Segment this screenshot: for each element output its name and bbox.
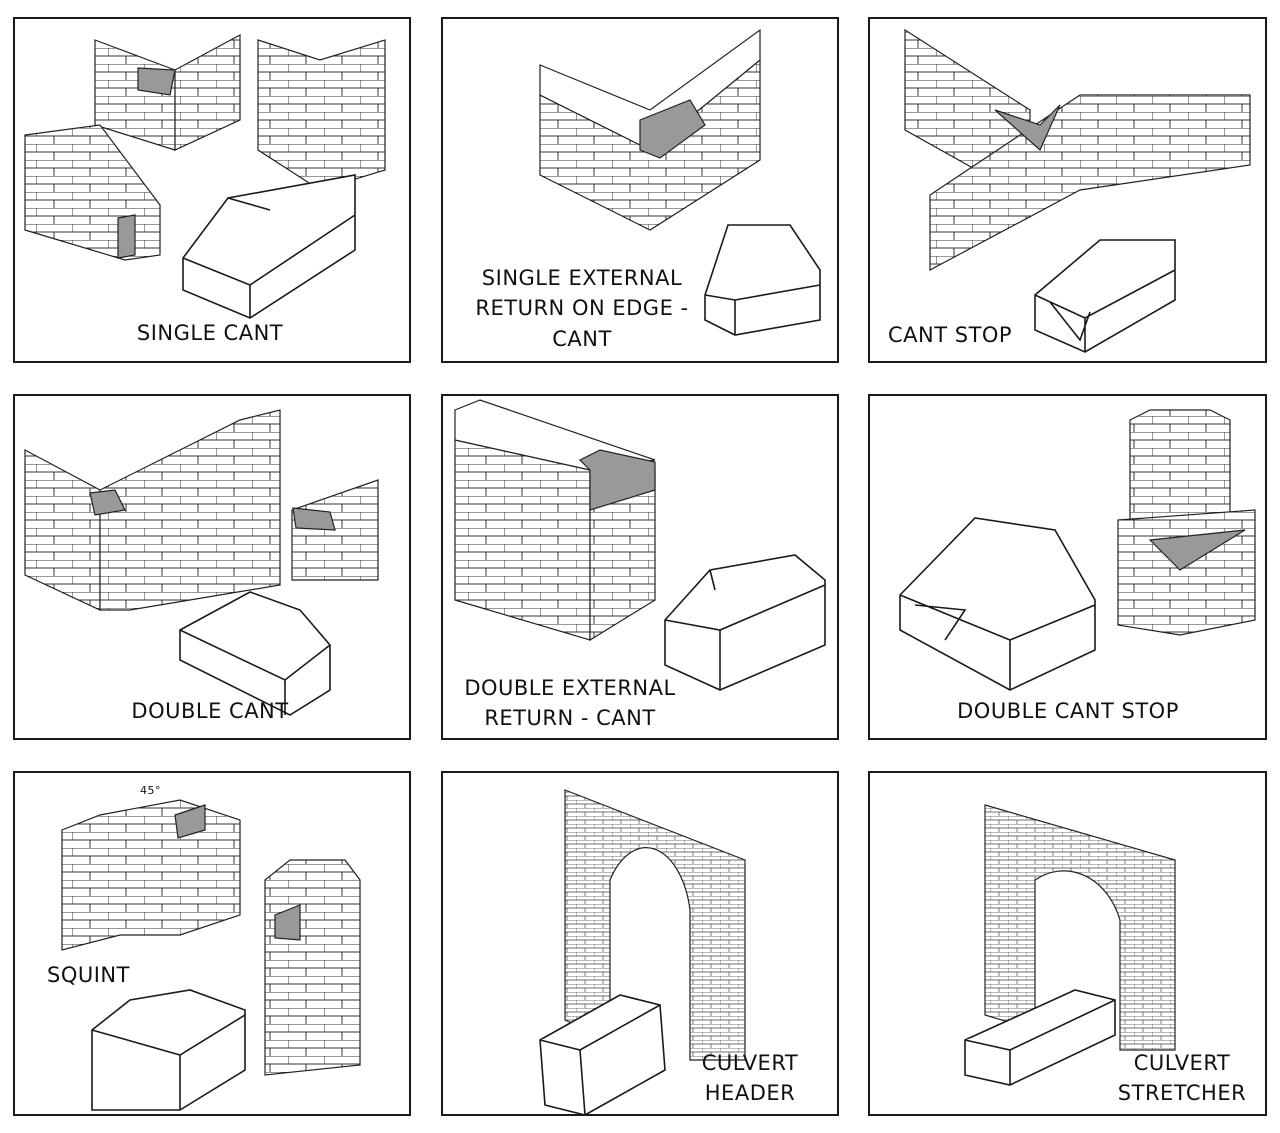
wall-illustration-cant-stop: [904, 28, 1251, 271]
wall-illustration-single-cant: [24, 33, 386, 261]
label-single-external-line1: SINGLE EXTERNAL: [481, 266, 683, 290]
wall-illustration-single-external-return: [539, 28, 761, 231]
brick-double-cant-stop: [899, 517, 1096, 691]
label-double-external-line2: RETURN - CANT: [484, 706, 656, 730]
label-culvert-stretcher-line1: CULVERT: [1133, 1051, 1231, 1075]
brick-single-external-return: [704, 224, 821, 336]
label-double-cant-stop: DOUBLE CANT STOP: [957, 699, 1179, 723]
wall-illustration-double-cant: [24, 409, 379, 611]
label-culvert-header-line1: CULVERT: [701, 1051, 799, 1075]
brick-squint: [91, 989, 246, 1111]
label-single-cant: SINGLE CANT: [136, 321, 284, 345]
wall-illustration-double-external-return: [454, 399, 656, 642]
wall-illustration-culvert-header: [564, 789, 746, 1061]
label-cant-stop: CANT STOP: [888, 323, 1013, 347]
brick-double-cant: [179, 591, 331, 716]
label-double-cant: DOUBLE CANT: [131, 699, 289, 723]
brick-culvert-stretcher: [964, 989, 1116, 1086]
label-double-external-line1: DOUBLE EXTERNAL: [464, 676, 676, 700]
label-angle-45: 45°: [140, 784, 161, 797]
column-illustration-double-cant-stop: [1117, 409, 1256, 636]
label-culvert-header-line2: HEADER: [704, 1081, 796, 1105]
wall-illustration-culvert-stretcher: [984, 804, 1176, 1051]
brick-single-cant: [182, 174, 356, 319]
label-squint: SQUINT: [47, 963, 130, 987]
brick-cant-stop: [1034, 239, 1176, 353]
wall-illustration-squint: [61, 799, 361, 1076]
brick-double-external-return: [664, 554, 826, 691]
label-single-external-line2: RETURN ON EDGE -: [475, 296, 689, 320]
label-single-external-line3: CANT: [552, 327, 612, 351]
label-culvert-stretcher-line2: STRETCHER: [1117, 1081, 1247, 1105]
brick-culvert-header: [539, 994, 666, 1116]
